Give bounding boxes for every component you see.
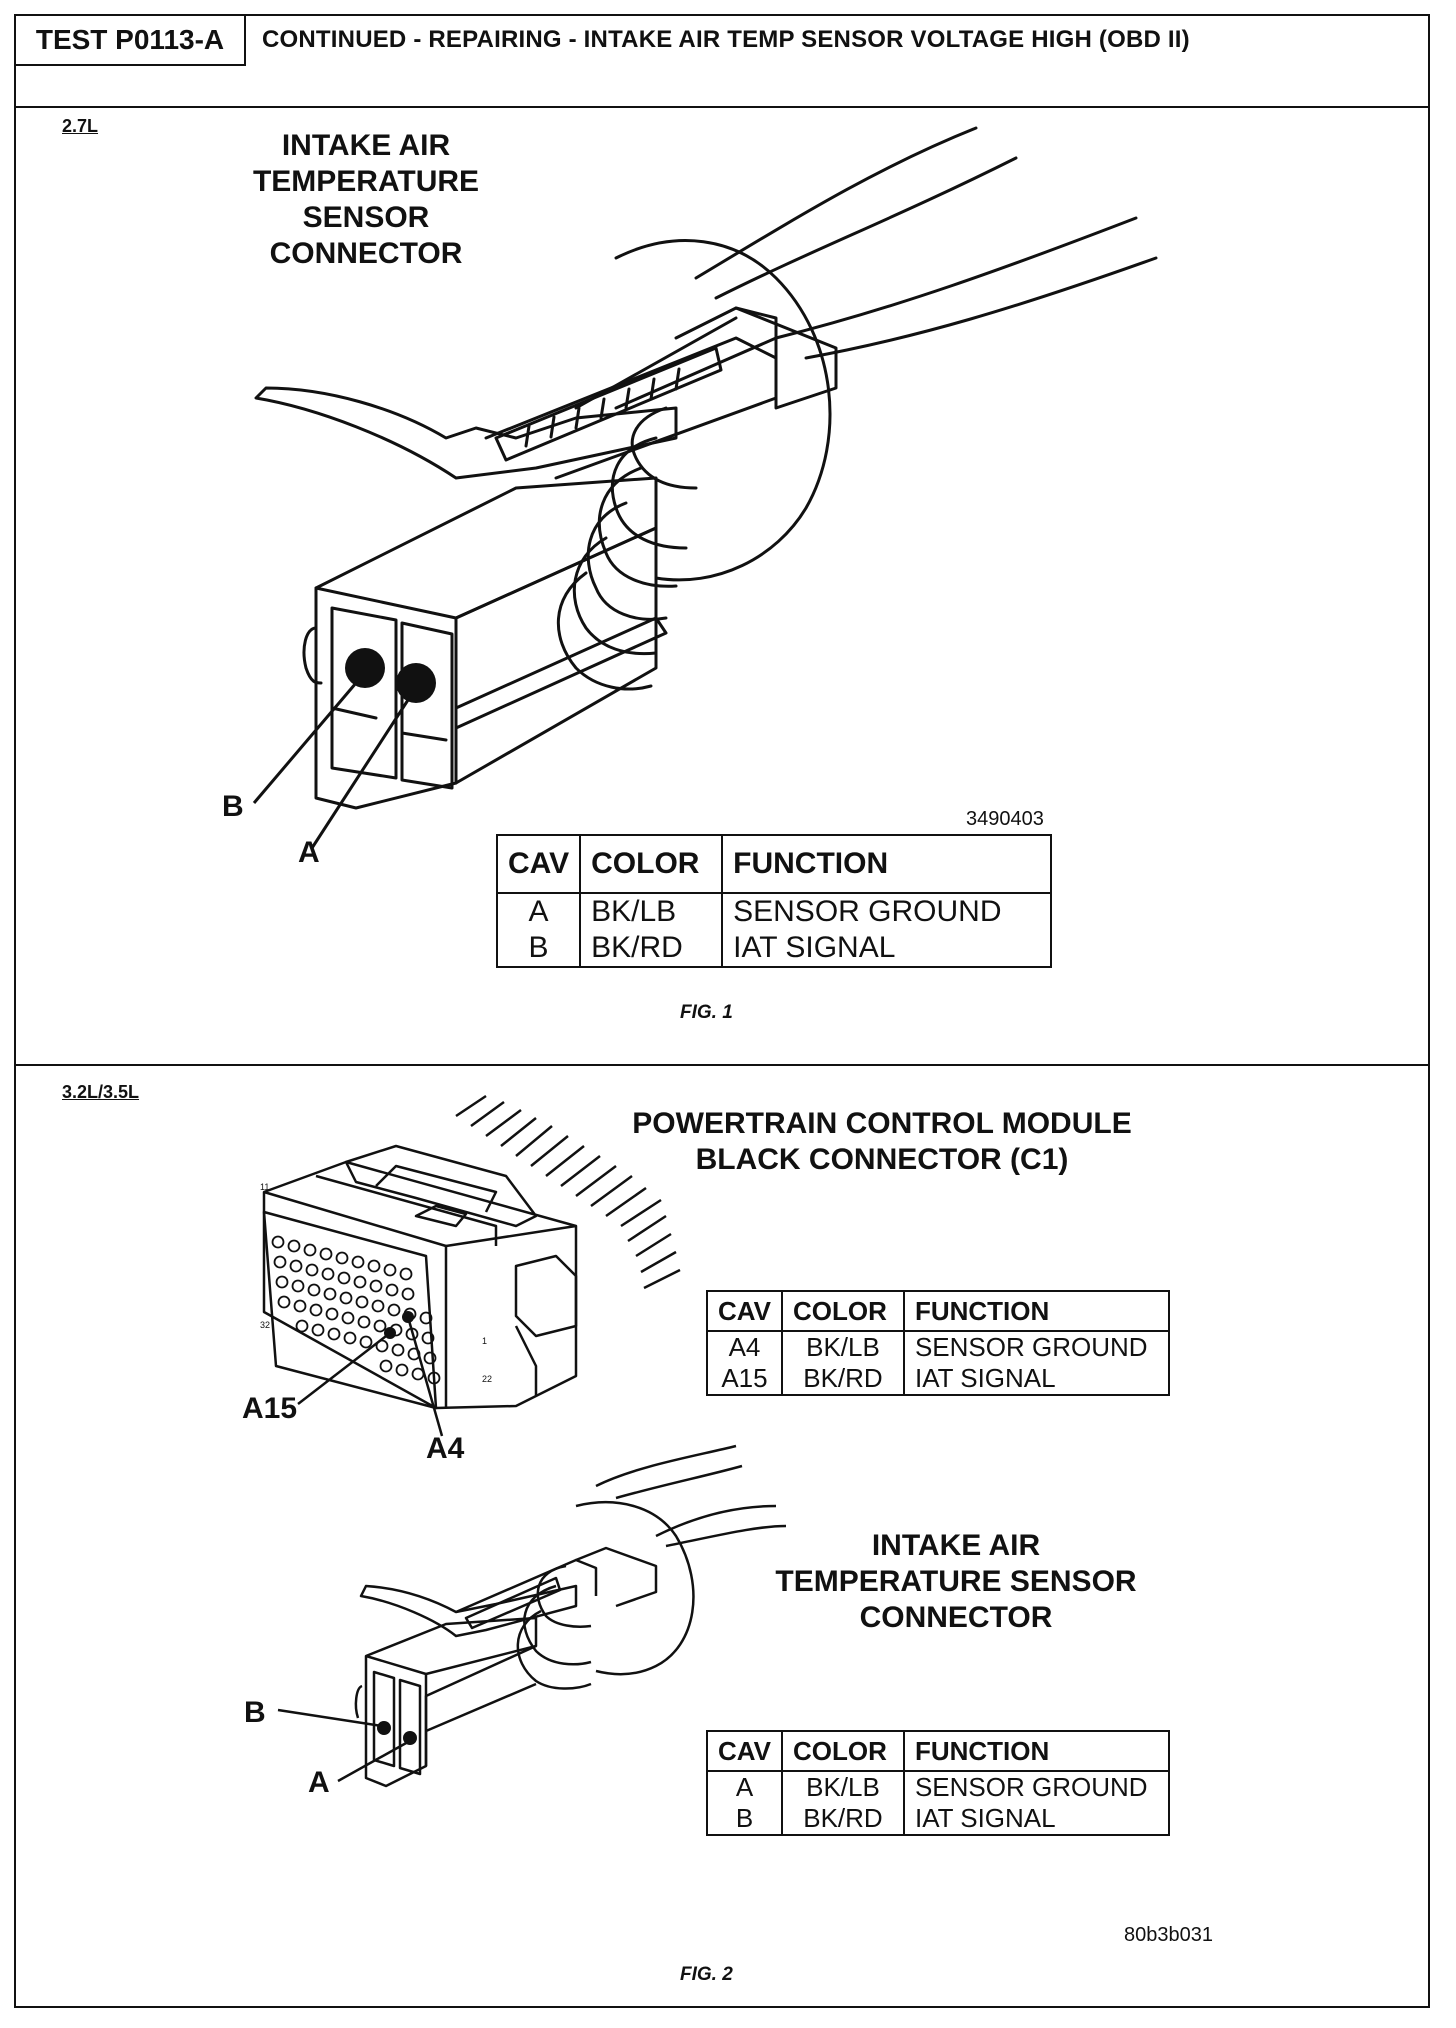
iat-connector-drawing — [252, 126, 1158, 849]
table-row: A4 BK/LB SENSOR GROUND — [706, 1330, 1171, 1363]
cavity-table-iat: CAV COLOR FUNCTION A BK/LB SENSOR GROUND… — [706, 1730, 1171, 1836]
page-header: TEST P0113-A CONTINUED - REPAIRING - INT… — [16, 16, 1428, 108]
column-header: CAV — [495, 834, 582, 894]
pin-grid — [271, 1235, 441, 1385]
figure-caption-2: FIG. 2 — [680, 1964, 733, 1985]
table-cell: A15 — [706, 1363, 783, 1396]
cavity-table-pcm: CAV COLOR FUNCTION A4 BK/LB SENSOR GROUN… — [706, 1290, 1171, 1396]
leader-line-a — [310, 699, 410, 849]
test-id-box: TEST P0113-A — [16, 16, 246, 66]
table-row: A15 BK/RD IAT SIGNAL — [706, 1363, 1171, 1396]
leader-line-a15 — [297, 1332, 391, 1405]
cavity-b-dot — [345, 648, 385, 688]
table-cell: SENSOR GROUND — [902, 1770, 1171, 1803]
callout-b: B — [222, 790, 244, 823]
callout-small-b: B — [244, 1696, 266, 1729]
heading-line: TEMPERATURE SENSOR — [775, 1565, 1137, 1598]
column-header: CAV — [706, 1730, 783, 1772]
iat-connector-heading-2: INTAKE AIR TEMPERATURE SENSOR CONNECTOR — [756, 1528, 1156, 1636]
cavity-a-dot — [396, 663, 436, 703]
callout-small-a: A — [308, 1766, 330, 1799]
engine-label-2-7l: 2.7L — [62, 116, 99, 136]
heading-line: INTAKE AIR — [281, 129, 451, 162]
column-header: COLOR — [780, 1730, 905, 1772]
pcm-connector-heading: POWERTRAIN CONTROL MODULE BLACK CONNECTO… — [622, 1106, 1142, 1178]
table-cell: B — [495, 930, 582, 968]
table-cell: BK/LB — [780, 1770, 905, 1803]
service-manual-page: TEST P0113-A CONTINUED - REPAIRING - INT… — [14, 14, 1430, 2008]
figure-2-section: 3.2L/3.5L POWERTRAIN CONTROL MODULE BLAC… — [16, 1066, 1428, 2006]
figure-1-section: 2.7L INTAKE AIR TEMPERATURE SENSOR CONNE… — [16, 108, 1428, 1066]
figure-reference-number: 3490403 — [966, 808, 1044, 830]
table-cell: A4 — [706, 1330, 783, 1363]
leader-line-a4 — [406, 1316, 444, 1437]
pcm-connector-drawing — [262, 1094, 787, 1788]
table-cell: BK/RD — [579, 930, 724, 968]
table-cell: IAT SIGNAL — [902, 1363, 1171, 1396]
table-cell: B — [706, 1803, 783, 1836]
column-header: CAV — [706, 1290, 783, 1332]
table-row: A BK/LB SENSOR GROUND — [495, 892, 1052, 930]
page-title: CONTINUED - REPAIRING - INTAKE AIR TEMP … — [262, 26, 1190, 53]
figure-caption-1: FIG. 1 — [680, 1002, 733, 1023]
column-header: FUNCTION — [902, 1730, 1171, 1772]
column-header: COLOR — [780, 1290, 905, 1332]
iat-connector-heading: INTAKE AIR TEMPERATURE SENSOR CONNECTOR — [206, 128, 526, 272]
callout-a15: A15 — [242, 1392, 298, 1425]
heading-line: CONNECTOR — [859, 1601, 1053, 1634]
small-cavity-b-dot — [377, 1721, 391, 1735]
callout-a: A — [298, 836, 320, 869]
column-header: COLOR — [579, 834, 724, 894]
column-header: FUNCTION — [902, 1290, 1171, 1332]
column-header: FUNCTION — [721, 834, 1052, 894]
pin-label: 1 — [482, 1336, 488, 1346]
table-cell: A — [706, 1770, 783, 1803]
pin-label: 22 — [482, 1374, 493, 1384]
table-cell: A — [495, 892, 582, 930]
heading-line: POWERTRAIN CONTROL MODULE — [632, 1107, 1132, 1140]
leader-line-b — [252, 682, 358, 804]
table-cell: SENSOR GROUND — [902, 1330, 1171, 1363]
table-cell: BK/LB — [780, 1330, 905, 1363]
table-cell: BK/RD — [780, 1363, 905, 1396]
heading-line: TEMPERATURE SENSOR — [252, 165, 480, 234]
leader-line-small-a — [337, 1740, 409, 1783]
heading-line: BLACK CONNECTOR (C1) — [695, 1143, 1069, 1176]
engine-label-3-2l-3-5l: 3.2L/3.5L — [62, 1082, 140, 1102]
table-row: B BK/RD IAT SIGNAL — [495, 930, 1052, 968]
table-cell: IAT SIGNAL — [902, 1803, 1171, 1836]
table-row: B BK/RD IAT SIGNAL — [706, 1803, 1171, 1836]
pin-label: 11 — [260, 1182, 270, 1192]
cavity-table-fig1: CAV COLOR FUNCTION A BK/LB SENSOR GROUND… — [495, 834, 1052, 968]
heading-line: CONNECTOR — [269, 237, 463, 270]
pin-label: 32 — [260, 1320, 271, 1330]
callout-a4: A4 — [426, 1432, 465, 1465]
table-cell: BK/RD — [780, 1803, 905, 1836]
table-cell: IAT SIGNAL — [721, 930, 1052, 968]
heading-line: INTAKE AIR — [871, 1529, 1041, 1562]
iat-connector-small-drawing — [354, 1444, 787, 1788]
table-row: A BK/LB SENSOR GROUND — [706, 1770, 1171, 1803]
table-cell: BK/LB — [579, 892, 724, 930]
figure-reference-number-2: 80b3b031 — [1124, 1924, 1213, 1946]
table-cell: SENSOR GROUND — [721, 892, 1052, 930]
leader-line-small-b — [277, 1708, 383, 1728]
